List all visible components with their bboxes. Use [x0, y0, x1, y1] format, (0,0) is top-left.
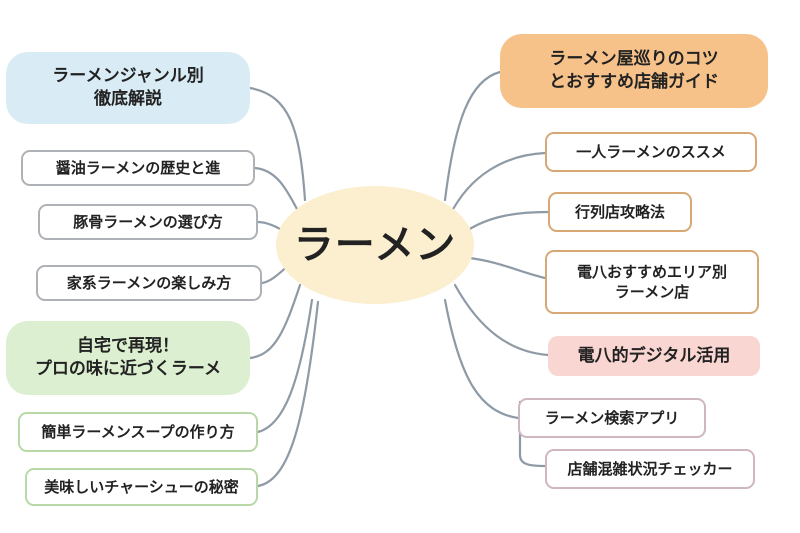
link-solo — [448, 151, 547, 217]
item-area: 電八おすすめエリア別 ラーメン店 — [545, 250, 759, 314]
center-topic: ラーメン — [276, 186, 474, 304]
link-app — [443, 298, 520, 420]
link-shoyu — [253, 166, 302, 217]
item-soup: 簡単ラーメンスープの作り方 — [18, 412, 258, 452]
item-congestion: 店舗混雑状況チェッカー — [545, 449, 755, 489]
link-area — [468, 256, 547, 280]
item-iekei-label: 家系ラーメンの楽しみ方 — [66, 273, 232, 292]
item-congestion-label: 店舗混雑状況チェッカー — [567, 459, 733, 478]
item-chashu-label: 美味しいチャーシューの秘密 — [44, 477, 239, 496]
item-area-line2: ラーメン店 — [614, 283, 690, 301]
branch-digital-label: 電八的デジタル活用 — [577, 345, 731, 366]
link-tour — [443, 70, 502, 202]
item-iekei: 家系ラーメンの楽しみ方 — [36, 265, 262, 301]
item-app-label: ラーメン検索アプリ — [544, 408, 680, 427]
center-topic-label: ラーメン — [293, 222, 457, 268]
item-queue-label: 行列店攻略法 — [574, 202, 665, 221]
item-tonkotsu: 豚骨ラーメンの選び方 — [38, 204, 258, 240]
branch-tour: ラーメン屋巡りのコツ とおすすめ店舗ガイド — [500, 34, 768, 108]
branch-genre-line2: 徹底解説 — [94, 89, 162, 109]
item-solo-label: 一人ラーメンのススメ — [576, 142, 726, 161]
branch-tour-line1: ラーメン屋巡りのコツ — [549, 49, 719, 70]
item-shoyu: 醤油ラーメンの歴史と進 — [21, 150, 255, 186]
item-soup-label: 簡単ラーメンスープの作り方 — [41, 422, 235, 441]
item-app: ラーメン検索アプリ — [518, 398, 706, 438]
branch-digital: 電八的デジタル活用 — [548, 336, 760, 376]
link-chashu — [256, 300, 320, 488]
item-tonkotsu-label: 豚骨ラーメンの選び方 — [73, 212, 223, 231]
branch-home-line1: 自宅で再現！ — [77, 336, 179, 357]
branch-home-line2: プロの味に近づくラーメ — [34, 359, 222, 379]
item-area-line1: 電八おすすめエリア別 — [576, 262, 727, 281]
link-home — [248, 283, 302, 360]
link-app-bracket — [518, 400, 547, 468]
item-solo: 一人ラーメンのススメ — [545, 132, 757, 172]
item-shoyu-label: 醤油ラーメンの歴史と進 — [55, 158, 221, 177]
item-queue: 行列店攻略法 — [548, 192, 692, 232]
link-digital — [453, 283, 550, 357]
branch-home: 自宅で再現！ プロの味に近づくラーメ — [6, 321, 250, 395]
link-soup — [256, 298, 314, 434]
branch-genre: ラーメンジャンル別 徹底解説 — [6, 52, 250, 124]
item-chashu: 美味しいチャーシューの秘密 — [25, 468, 258, 506]
branch-tour-line2: とおすすめ店舗ガイド — [549, 72, 719, 92]
branch-genre-line1: ラーメンジャンル別 — [52, 66, 204, 87]
link-queue — [463, 210, 550, 234]
link-genre — [248, 86, 307, 202]
